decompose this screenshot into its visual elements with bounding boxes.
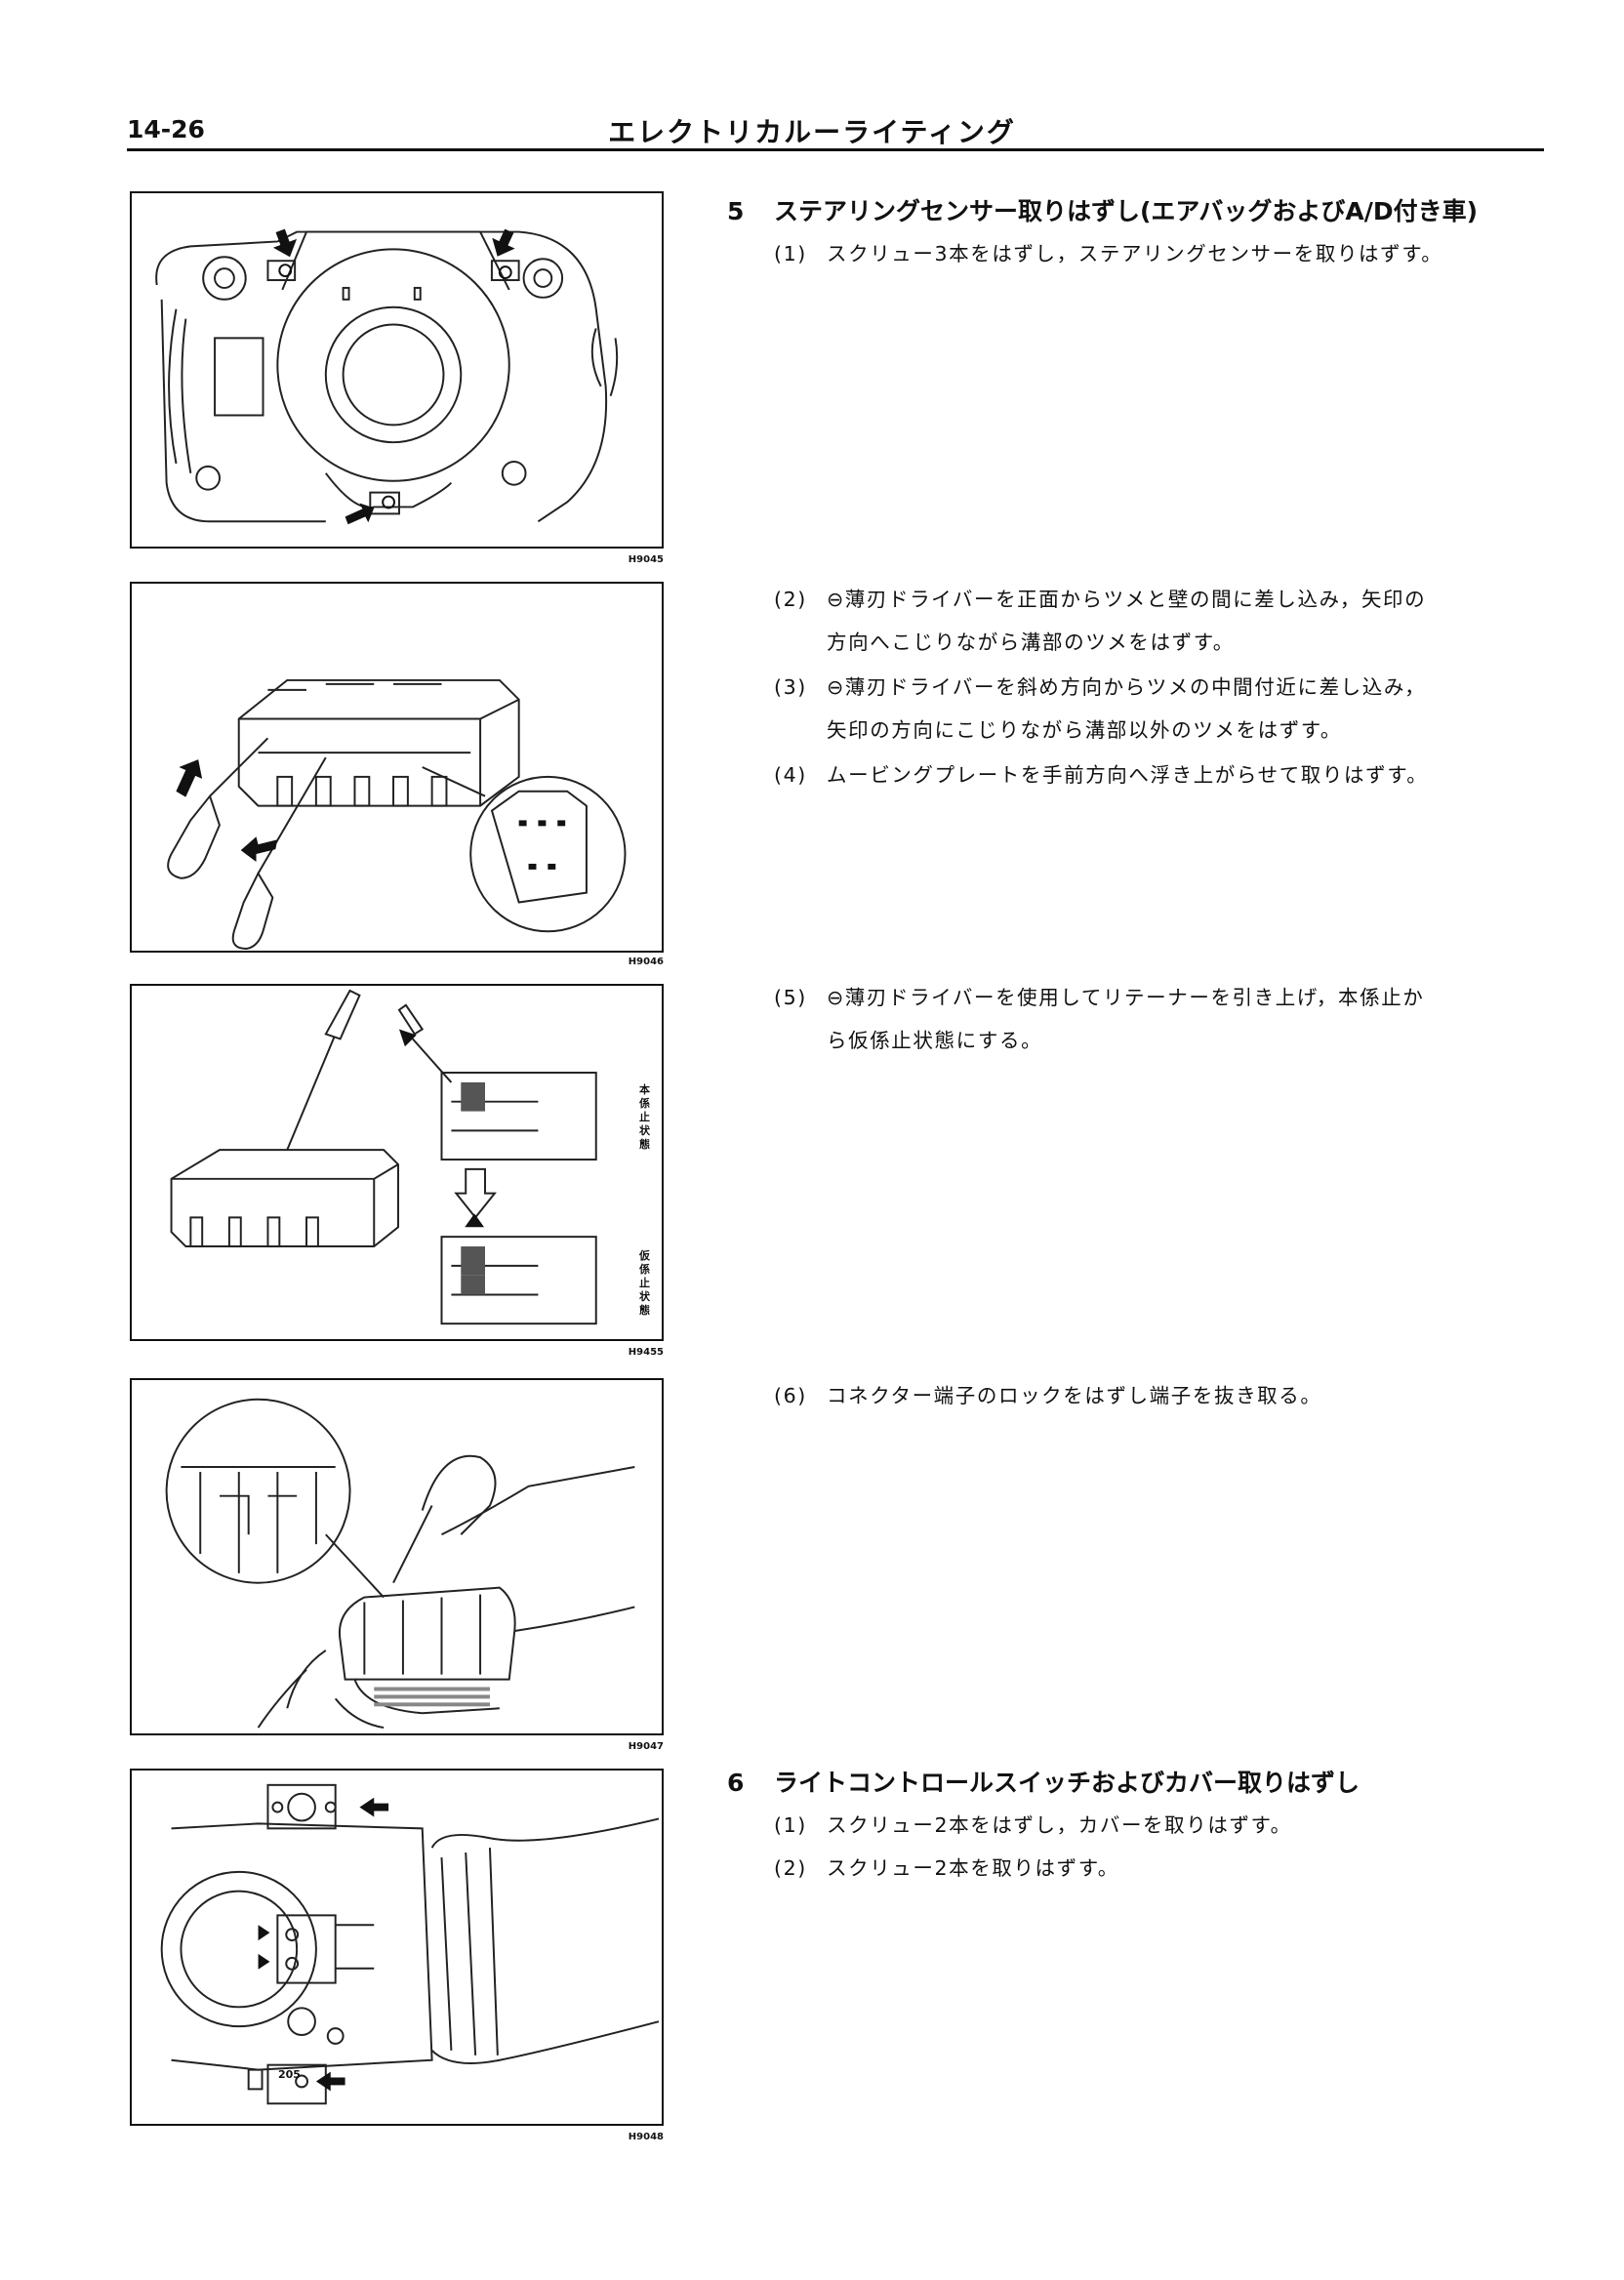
figure-steering-sensor	[130, 191, 664, 549]
part-mark: 205	[278, 2068, 301, 2081]
step-title: ステアリングセンサー取りはずし(エアバッグおよびA/D付き車)	[774, 197, 1479, 225]
figure-code: H9045	[628, 554, 664, 565]
figure-code: H9048	[628, 2132, 664, 2142]
retainer-illustration	[170, 989, 597, 1325]
step-6-heading: 6 ライトコントロールスイッチおよびカバー取りはずし	[727, 1764, 1360, 1799]
step-title: ライトコントロールスイッチおよびカバー取りはずし	[774, 1769, 1360, 1797]
label-locked-state: 本係止状態	[639, 1083, 650, 1151]
light-control-switch-illustration	[160, 1783, 660, 2105]
figure-retainer: 本係止状態 仮係止状態	[130, 984, 664, 1341]
page-number: 14-26	[127, 115, 205, 143]
figure-light-control-switch: 205	[130, 1769, 664, 2126]
header-rule	[127, 148, 1544, 151]
figure-code: H9047	[628, 1741, 664, 1752]
figure-connector	[130, 1378, 664, 1735]
figure-code: H9046	[628, 957, 664, 967]
moving-plate-illustration	[167, 678, 627, 951]
steering-sensor-illustration	[155, 228, 619, 525]
step-number: 5	[727, 197, 745, 225]
label-temporary-lock-state: 仮係止状態	[639, 1249, 650, 1317]
figure-code: H9455	[628, 1347, 664, 1358]
connector-illustration	[165, 1398, 635, 1730]
section-title: エレクトリカルーライティング	[608, 116, 1016, 148]
step-number: 6	[727, 1769, 745, 1797]
figure-moving-plate	[130, 582, 664, 953]
step-5-heading: 5 ステアリングセンサー取りはずし(エアバッグおよびA/D付き車)	[727, 192, 1478, 227]
